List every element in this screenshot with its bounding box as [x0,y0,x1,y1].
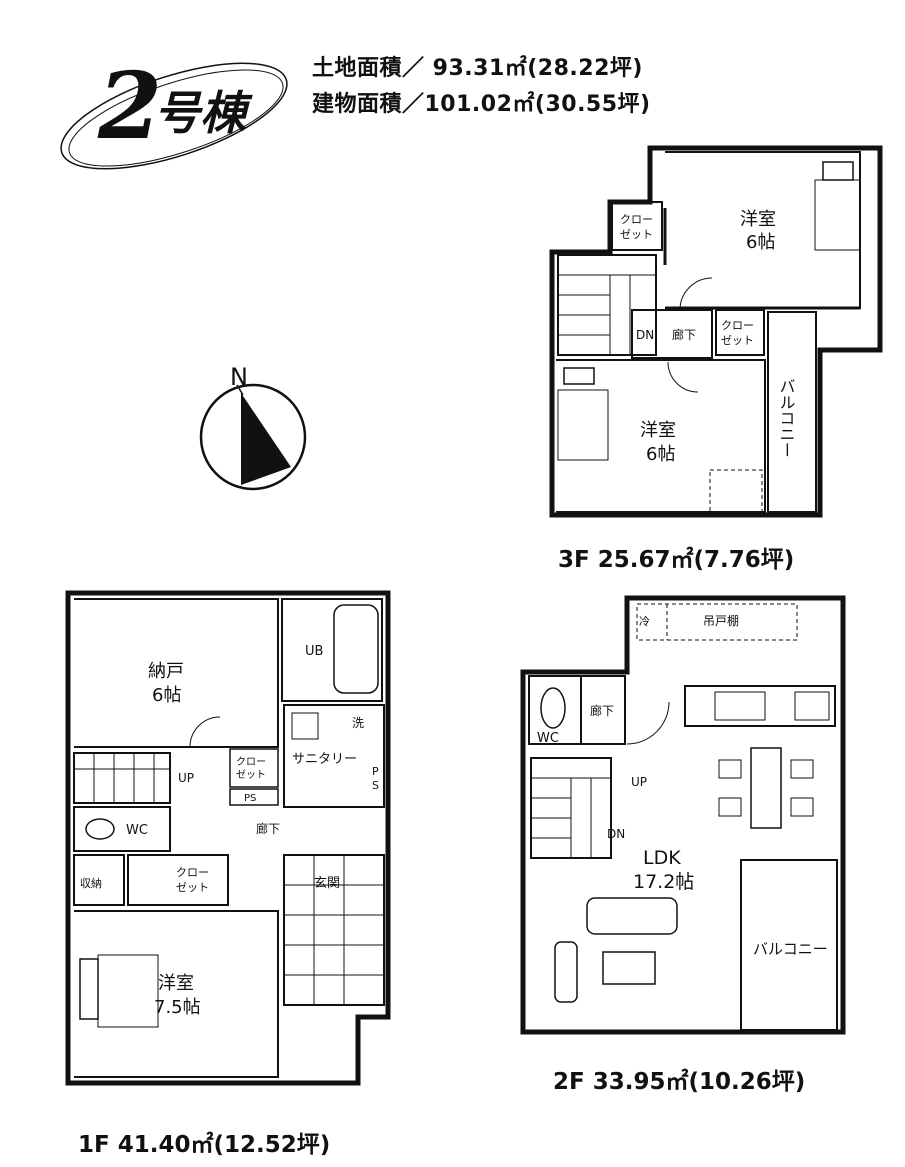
closet-b-label2: ゼット [721,334,754,347]
wash-label: 洗 [352,716,364,730]
north-compass: N [199,363,307,491]
closet-b-label: クロー [721,319,754,332]
floor-1f-label: 1F 41.40㎡(12.52坪) [78,1132,331,1158]
closet-a-label: クロー [236,756,266,768]
up-label: UP [631,775,647,789]
hall-label: 廊下 [590,703,614,718]
room-size: 7.5帖 [154,997,201,1018]
up-label: UP [178,771,194,785]
floor-3f-label: 3F 25.67㎡(7.76坪) [558,547,795,573]
closet-a-label2: ゼット [620,228,653,241]
title-ellipse [60,62,288,170]
building-suffix: 号棟 [154,86,246,140]
floor-area: 建物面積／101.02㎡(30.55坪) [312,92,651,117]
room-b-name: 洋室 [640,420,676,441]
ps2b-label: S [372,779,379,792]
hall-label: 廊下 [672,327,696,342]
closet-b-label2: ゼット [176,881,209,894]
floor-plan-1f: UB 洗 サニタリー P S 納戸 6帖 クロー ゼット PS UP WC 廊下… [65,590,391,1086]
north-label: N [230,363,248,391]
compass-arrow [241,393,291,485]
land-area: 土地面積／ 93.31㎡(28.22坪) [312,56,643,81]
shuno-label: 収納 [80,877,102,890]
wc-label: WC [126,823,148,838]
building-title: 2 号棟 [46,38,306,188]
closet-a-label2: ゼット [236,769,266,781]
ldk-size: 17.2帖 [633,871,694,893]
floor-plan-3f: クロー ゼット 洋室 6帖 DN 廊下 クロー ゼット 洋室 6帖 バルコニー [549,145,883,518]
balcony-label: バルコニー [753,940,828,958]
ps2a-label: P [372,765,379,778]
dn-label: DN [607,827,625,841]
hall-label: 廊下 [256,821,280,836]
room-b-size: 6帖 [646,444,675,465]
wc-label: WC [537,731,559,746]
fridge-label: 冷 [639,615,650,628]
entrance-label: 玄関 [314,876,340,891]
floor-2f-label: 2F 33.95㎡(10.26坪) [553,1069,806,1095]
ps-label: PS [244,793,256,804]
room-a-name: 洋室 [740,209,776,230]
room-name: 洋室 [158,973,194,994]
cabinet-label: 吊戸棚 [703,613,739,628]
sanitary-label: サニタリー [292,752,357,767]
storage-name: 納戸 [148,661,184,682]
closet-a-label: クロー [620,213,653,226]
floor-plan-2f: 冷 吊戸棚 廊下 WC UP DN LDK 17.2帖 バルコニー [520,595,846,1035]
ldk-label: LDK [643,847,681,869]
storage-size: 6帖 [152,685,181,706]
closet-b-label: クロー [176,866,209,879]
dn-label: DN [636,328,654,342]
building-number: 2 [98,52,163,160]
ub-label: UB [305,644,323,659]
balcony-label: バルコニー [777,378,796,458]
room-a-size: 6帖 [746,232,775,253]
